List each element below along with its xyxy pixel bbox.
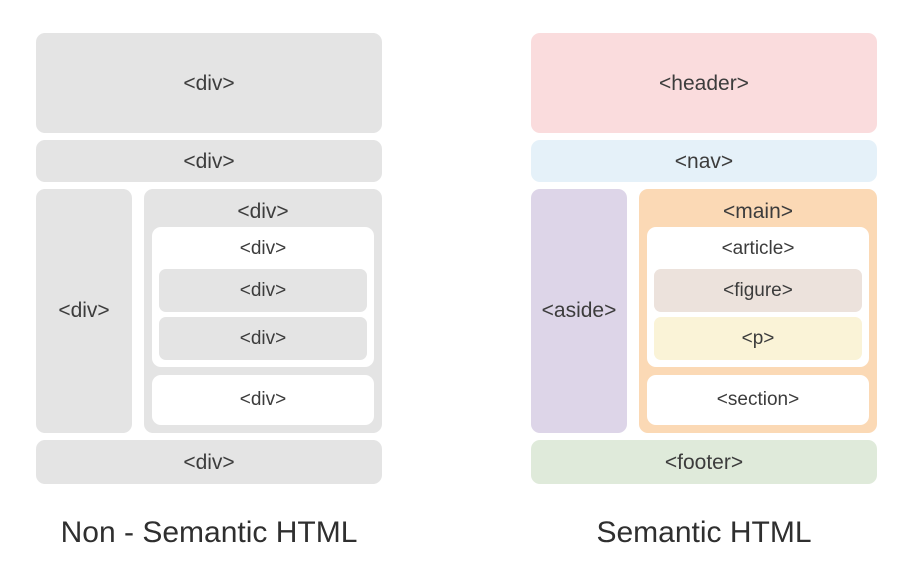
left-block-footer: <div> [36, 440, 382, 484]
figure-block: <figure> [654, 269, 862, 313]
left-block-aside: <div> [36, 189, 132, 433]
spacer [531, 182, 877, 189]
article-block-label: <article> [721, 238, 795, 260]
nav-block: <nav> [531, 140, 877, 182]
spacer [36, 433, 382, 440]
paragraph-block: <p> [654, 317, 862, 361]
left-block-article-label: <div> [239, 238, 287, 260]
caption-non-semantic: Non - Semantic HTML [60, 516, 358, 549]
non-semantic-panel: <div> <div> <div> <div> <div> <div> <div… [36, 33, 382, 485]
spacer [132, 189, 144, 433]
left-block-main-label: <div> [237, 200, 289, 224]
left-block-nav: <div> [36, 140, 382, 182]
spacer [152, 367, 374, 375]
main-block: <main> <article> <figure> <p> <section> [639, 189, 877, 433]
left-block-article: <div> <div> <div> [152, 227, 374, 368]
spacer [531, 433, 877, 440]
semantic-panel: <header> <nav> <aside> <main> <article> … [531, 33, 877, 485]
spacer [36, 182, 382, 189]
left-middle-row: <div> <div> <div> <div> <div> <div> [36, 189, 382, 433]
right-middle-row: <aside> <main> <article> <figure> <p> <s… [531, 189, 877, 433]
article-block: <article> <figure> <p> [647, 227, 869, 368]
section-block: <section> [647, 375, 869, 425]
spacer [647, 367, 869, 375]
caption-semantic: Semantic HTML [596, 516, 812, 549]
left-block-main: <div> <div> <div> <div> <div> [144, 189, 382, 433]
aside-block: <aside> [531, 189, 627, 433]
left-block-figure: <div> [159, 269, 367, 313]
left-block-header: <div> [36, 33, 382, 133]
footer-block: <footer> [531, 440, 877, 484]
left-block-paragraph: <div> [159, 317, 367, 361]
header-block: <header> [531, 33, 877, 133]
left-block-section: <div> [152, 375, 374, 425]
main-block-label: <main> [722, 200, 794, 224]
spacer [531, 133, 877, 140]
spacer [627, 189, 639, 433]
spacer [36, 133, 382, 140]
